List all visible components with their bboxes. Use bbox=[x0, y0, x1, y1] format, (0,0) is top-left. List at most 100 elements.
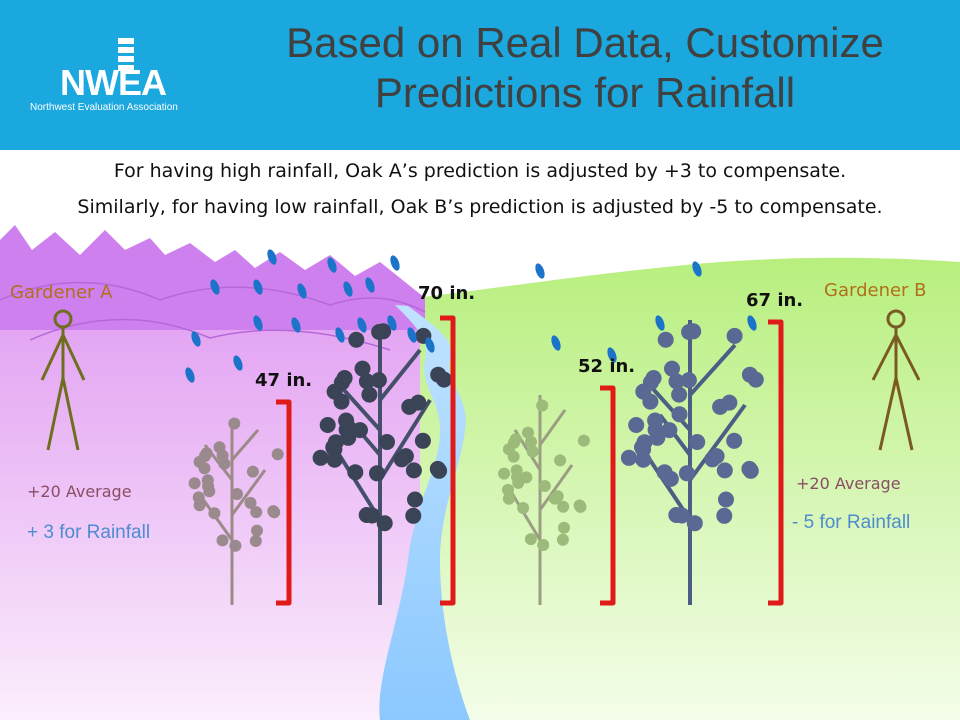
leaf-icon bbox=[347, 464, 364, 481]
gardener-b-average: +20 Average bbox=[796, 474, 901, 493]
leaf-icon bbox=[548, 492, 561, 505]
leaf-icon bbox=[645, 370, 662, 386]
gardener-b-adjustment: - 5 for Rainfall bbox=[792, 512, 911, 533]
raindrop-icon bbox=[185, 367, 195, 383]
raindrop-icon bbox=[253, 279, 263, 295]
mountain-lines bbox=[0, 281, 426, 313]
raindrop-icon bbox=[291, 317, 301, 333]
leaf-icon bbox=[741, 366, 758, 383]
raindrop-icon bbox=[233, 355, 243, 371]
leaf-icon bbox=[251, 524, 263, 537]
leaf-icon bbox=[674, 507, 690, 524]
raindrop-icon bbox=[692, 261, 702, 277]
leaf-icon bbox=[680, 372, 697, 389]
leaf-icon bbox=[662, 470, 679, 487]
raindrop-icon bbox=[210, 279, 220, 295]
leaf-icon bbox=[502, 492, 515, 505]
raindrop-icon bbox=[253, 315, 263, 331]
header-banner: NWEA Northwest Evaluation Association Ba… bbox=[0, 0, 960, 150]
river bbox=[379, 305, 470, 720]
oak-b-small-tree bbox=[498, 395, 590, 605]
leaf-icon bbox=[556, 533, 569, 546]
leaf-icon bbox=[193, 499, 206, 512]
leaf-icon bbox=[338, 421, 355, 438]
raindrop-icon bbox=[655, 315, 665, 331]
leaf-icon bbox=[327, 434, 344, 451]
raindrop-icon bbox=[390, 255, 400, 271]
leaf-icon bbox=[200, 447, 213, 460]
leaf-icon bbox=[509, 433, 522, 446]
leaf-icon bbox=[393, 451, 410, 468]
leaf-icon bbox=[202, 480, 215, 493]
raindrop-icon bbox=[535, 263, 545, 279]
leaf-icon bbox=[430, 366, 447, 383]
leaf-icon bbox=[405, 507, 422, 524]
leaf-icon bbox=[517, 502, 530, 514]
leaf-icon bbox=[577, 434, 590, 447]
leaf-icon bbox=[558, 521, 570, 534]
mountain-range bbox=[0, 225, 425, 330]
leaf-icon bbox=[231, 488, 243, 500]
leaf-icon bbox=[716, 507, 733, 524]
oak-b-small-height: 52 in. bbox=[578, 356, 636, 377]
gardener-a-average: +20 Average bbox=[27, 482, 132, 501]
leaf-icon bbox=[726, 327, 743, 344]
raindrop-icon bbox=[297, 283, 307, 299]
leaf-icon bbox=[538, 480, 551, 492]
leaf-icon bbox=[661, 422, 678, 439]
oak-a-small-height: 47 in. bbox=[255, 370, 313, 391]
leaf-icon bbox=[636, 434, 653, 451]
leaf-icon bbox=[520, 471, 533, 484]
logo-mark-icon bbox=[118, 38, 134, 71]
leaf-icon bbox=[507, 450, 520, 463]
logo-text: NWEA bbox=[60, 62, 167, 103]
leaf-icon bbox=[574, 500, 587, 513]
gardener-b-label: Gardener B bbox=[824, 280, 927, 301]
oak-b-big-tree bbox=[620, 320, 764, 605]
leaf-icon bbox=[216, 534, 229, 547]
leaf-icon bbox=[376, 515, 393, 532]
leaf-icon bbox=[628, 417, 645, 433]
leaf-icon bbox=[657, 331, 674, 348]
leaf-icon bbox=[668, 373, 685, 390]
leaf-icon bbox=[354, 360, 371, 377]
raindrop-icon bbox=[425, 337, 435, 353]
leaf-icon bbox=[671, 406, 688, 423]
leaf-icon bbox=[536, 399, 549, 412]
caption-line-2: Similarly, for having low rainfall, Oak … bbox=[77, 196, 883, 218]
leaf-icon bbox=[647, 421, 664, 438]
leaf-icon bbox=[721, 394, 738, 411]
leaf-icon bbox=[557, 500, 570, 513]
leaf-icon bbox=[271, 448, 284, 461]
leaf-icon bbox=[208, 507, 221, 520]
leaf-icon bbox=[249, 535, 262, 547]
leaf-icon bbox=[410, 394, 427, 411]
raindrop-icon bbox=[357, 317, 367, 333]
title-line-2: Predictions for Rainfall bbox=[374, 69, 796, 116]
oak-a-small-tree bbox=[188, 417, 284, 605]
page-title: Based on Real Data, Customize Prediction… bbox=[210, 18, 960, 118]
caption-line-1: For having high rainfall, Oak A’s predic… bbox=[113, 160, 847, 182]
leaf-icon bbox=[333, 393, 350, 410]
bracket-oak-a-small bbox=[276, 399, 292, 606]
leaf-icon bbox=[686, 515, 703, 532]
leaf-icon bbox=[414, 432, 431, 449]
leaf-icon bbox=[319, 417, 336, 433]
gardener-a-adjustment: + 3 for Rainfall bbox=[27, 522, 151, 543]
raindrop-icon bbox=[267, 249, 277, 265]
leaf-icon bbox=[726, 432, 743, 449]
leaf-icon bbox=[268, 506, 281, 519]
leaf-icon bbox=[525, 435, 537, 448]
raindrop-icon bbox=[335, 327, 345, 343]
raindrop-icon bbox=[191, 331, 201, 347]
gardener-b-figure bbox=[871, 309, 921, 451]
bracket-oak-a-big bbox=[440, 315, 456, 606]
leaf-icon bbox=[526, 445, 539, 458]
leaf-icon bbox=[348, 331, 365, 348]
leaf-icon bbox=[537, 539, 550, 551]
raindrop-icon bbox=[607, 347, 617, 363]
leaf-icon bbox=[511, 471, 524, 484]
leaf-icon bbox=[681, 324, 698, 340]
raindrop-icon bbox=[327, 257, 337, 273]
